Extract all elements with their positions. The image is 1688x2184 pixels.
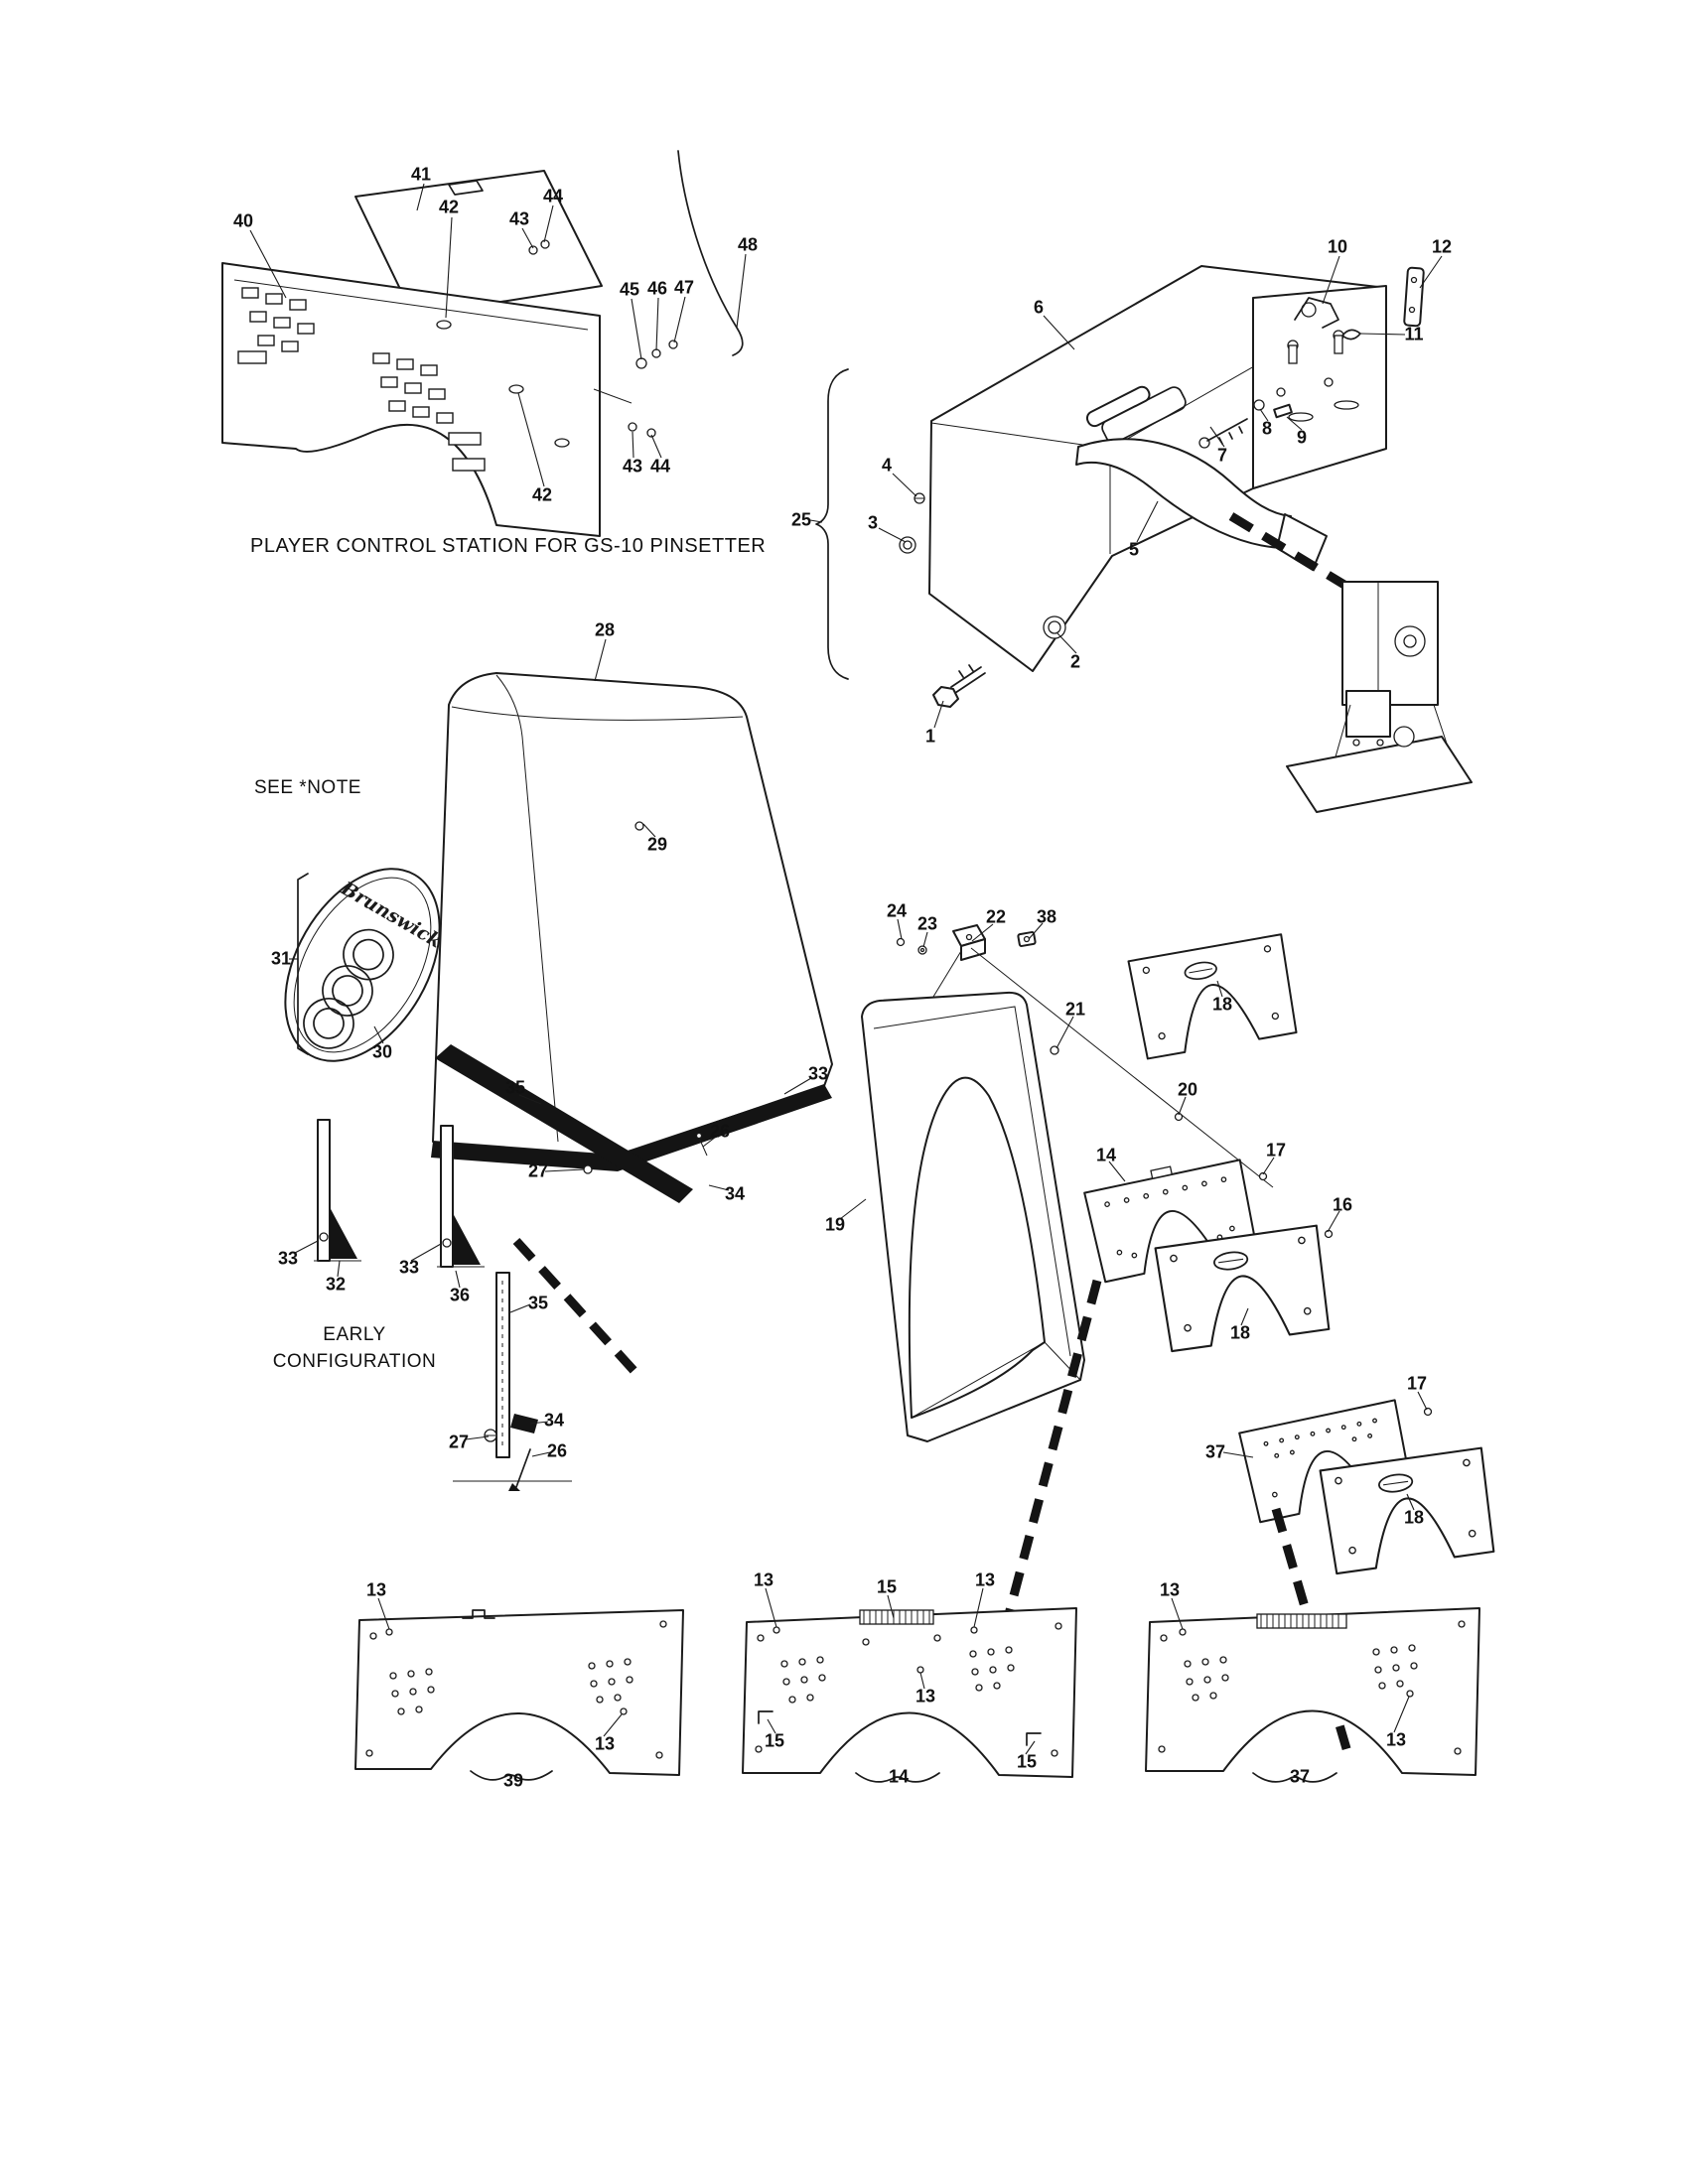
part-number-callout: 42 (531, 484, 553, 505)
part-number-callout: 39 (502, 1770, 524, 1791)
part-number-callout: 15 (1016, 1751, 1038, 1772)
part-number-callout: 42 (438, 197, 460, 217)
part-number-callout: 34 (543, 1410, 565, 1431)
part-number-callout: 28 (594, 619, 616, 640)
part-number-callout: 37 (1289, 1766, 1311, 1787)
part-number-callout: 20 (1177, 1079, 1198, 1100)
part-number-callout: 24 (886, 900, 908, 921)
part-number-callout: 15 (876, 1576, 898, 1597)
hood-assembly (431, 672, 833, 1382)
leader-lines (249, 183, 1443, 1755)
part-number-callout: 13 (1159, 1579, 1181, 1600)
part-number-callout: 13 (974, 1570, 996, 1590)
part-number-callout: 38 (1036, 906, 1057, 927)
curtain-cover-assembly (861, 924, 1334, 1751)
part-number-callout: 48 (737, 234, 759, 255)
part-number-callout: 13 (753, 1570, 774, 1590)
part-number-callout: 18 (1403, 1507, 1425, 1528)
see-note-caption: SEE *NOTE (254, 777, 361, 798)
kickback-plate-18-top (1127, 933, 1298, 1060)
part-number-callout: 27 (527, 1160, 549, 1181)
part-number-callout: 47 (673, 277, 695, 298)
part-number-callout: 10 (1327, 236, 1348, 257)
mounting-plate-14 (742, 1607, 1077, 1783)
part-number-callout: 4 (881, 455, 893, 476)
brunswick-logo: Brunswick (284, 868, 445, 1062)
part-number-callout: 17 (1265, 1140, 1287, 1160)
screw-17-lower (1423, 1407, 1433, 1417)
part-number-callout: 33 (807, 1063, 829, 1084)
part-number-callout: 16 (1332, 1194, 1353, 1215)
part-number-callout: 44 (542, 186, 564, 206)
kickback-plate-18-bottom (1319, 1446, 1495, 1575)
pinsetter-cover-assembly (815, 265, 1473, 813)
part-number-callout: 3 (867, 512, 879, 533)
part-number-callout: 14 (888, 1766, 910, 1787)
part-number-callout: 15 (764, 1730, 785, 1751)
part-number-callout: 36 (449, 1285, 471, 1305)
part-number-callout: 5 (1128, 539, 1140, 560)
part-number-callout: 44 (649, 456, 671, 477)
part-number-callout: 45 (619, 279, 640, 300)
part-number-callout: 46 (646, 278, 668, 299)
part-number-callout: 31 (270, 948, 292, 969)
part-number-callout: 25 (790, 509, 812, 530)
mounting-plate-39 (354, 1609, 684, 1781)
part-number-callout: 1 (924, 726, 936, 747)
player-control-station-assembly (221, 150, 744, 537)
part-number-callout: 23 (916, 913, 938, 934)
early-configuration-parts (314, 1119, 572, 1491)
part-number-callout: 7 (1216, 445, 1228, 466)
part-number-callout: 13 (1385, 1729, 1407, 1750)
part-number-callout: 6 (1033, 297, 1045, 318)
part-number-callout: 19 (824, 1214, 846, 1235)
part-number-callout: 18 (1211, 994, 1233, 1015)
part-number-callout: 43 (622, 456, 643, 477)
part-number-callout: 37 (1204, 1441, 1226, 1462)
part-number-callout: 34 (724, 1183, 746, 1204)
part-number-callout: 13 (594, 1733, 616, 1754)
mounting-plate-37 (1145, 1607, 1480, 1783)
part-number-callout: 14 (1095, 1145, 1117, 1165)
part-number-callout: 41 (410, 164, 432, 185)
part-number-callout: 17 (1406, 1373, 1428, 1394)
part-number-callout: 13 (914, 1686, 936, 1706)
logo-bracket (297, 873, 309, 1055)
part-number-callout: 29 (646, 834, 668, 855)
player-control-caption: PLAYER CONTROL STATION FOR GS-10 PINSETT… (250, 535, 767, 557)
part-number-callout: 21 (1064, 999, 1086, 1020)
part-number-callout: 11 (1404, 324, 1424, 344)
part-number-callout: 33 (277, 1248, 299, 1269)
kickback-plate-18-middle (1154, 1224, 1331, 1353)
part-number-callout: 18 (1229, 1322, 1251, 1343)
part-number-callout: 27 (448, 1432, 470, 1452)
early-config-caption-line2: CONFIGURATION (272, 1351, 437, 1372)
part-number-callout: 26 (546, 1440, 568, 1461)
part-number-callout: 8 (1261, 418, 1273, 439)
part-number-callout: 13 (365, 1579, 387, 1600)
part-number-callout: 22 (985, 906, 1007, 927)
part-number-callout: 30 (371, 1041, 393, 1062)
part-number-callout: 32 (325, 1274, 347, 1295)
part-number-callout: 2 (1069, 651, 1081, 672)
part-number-callout: 35 (504, 1077, 526, 1098)
part-number-callout: 26 (709, 1121, 731, 1142)
part-number-callout: 33 (398, 1257, 420, 1278)
early-config-caption-line1: EARLY (323, 1324, 386, 1345)
part-number-callout: 12 (1431, 236, 1453, 257)
part-number-callout: 40 (232, 210, 254, 231)
part-number-callout: 35 (527, 1293, 549, 1313)
part-number-callout: 9 (1296, 427, 1308, 448)
part-number-callout: 43 (508, 208, 530, 229)
